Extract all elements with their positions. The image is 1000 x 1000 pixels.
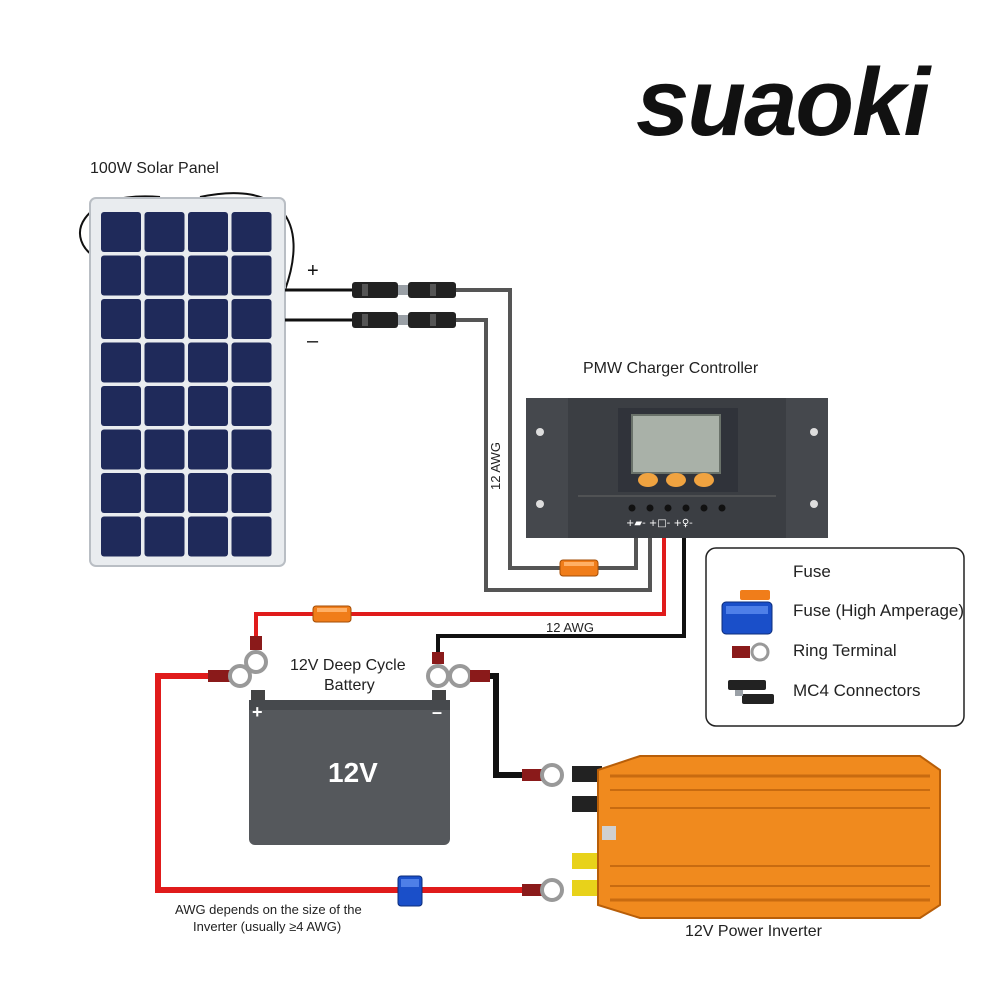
solar-panel [79,192,295,567]
awg-note-line2: Inverter (usually ≥4 AWG) [193,919,341,934]
solar-cell [231,429,272,470]
high-amperage-fuse-icon [721,601,773,635]
battery-label-line2: Battery [324,677,375,694]
solar-cell [188,429,228,470]
solar-cell [101,429,141,470]
legend: Fuse Fuse (High Amperage) Ring Terminal … [705,547,965,727]
solar-cell [144,299,185,339]
inverter-label: 12V Power Inverter [685,923,823,940]
fuse-icon [740,590,770,600]
solar-cell [144,386,185,426]
controller-button-2[interactable] [666,473,686,487]
controller-display [631,414,721,474]
ring-terminal-battery-positive-inverter [208,664,252,688]
solar-cell [144,342,185,383]
solar-cell [231,255,272,296]
solar-cell [101,473,141,513]
legend-high-amperage-fuse-label: Fuse (High Amperage) [793,601,964,620]
solar-cell [188,386,228,426]
solar-cell [101,342,141,383]
mc4-connector-negative [352,312,456,328]
solar-cell [188,299,228,339]
solar-panel-label: 100W Solar Panel [90,160,219,177]
awg-note-line1: AWG depends on the size of the [175,902,362,917]
solar-cell [144,212,185,252]
legend-fuse-label: Fuse [793,562,831,581]
solar-cell [231,386,272,426]
inverter-positive-wire [155,673,398,893]
solar-cell [231,473,272,513]
awg-label-horizontal: 12 AWG [546,620,594,635]
battery-fuse [312,605,352,623]
controller-terminals [628,504,726,512]
battery-positive-label: + [252,702,263,722]
solar-cell [188,212,228,252]
charge-controller: +▰- +□- +♀- [526,398,828,538]
solar-cell-grid [101,212,272,557]
solar-cell [101,212,141,252]
controller-label: PMW Charger Controller [583,360,759,377]
solar-cell [144,473,185,513]
panel-positive-label: + [307,260,319,282]
battery [249,690,450,845]
solar-cell [144,429,185,470]
solar-cell [188,473,228,513]
solar-cell [144,255,185,296]
ring-terminal-icon [732,642,770,662]
solar-cell [188,516,228,557]
solar-cell [101,516,141,557]
controller-button-1[interactable] [638,473,658,487]
solar-cell [231,299,272,339]
solar-negative-wire [456,318,652,592]
controller-terminal-symbols: +▰- +□- +♀- [626,518,693,529]
controller-fuse [559,559,599,577]
brand-logo: suaoki [636,49,932,156]
power-inverter [572,755,941,919]
solar-fused-wire [598,538,638,570]
solar-cell [101,255,141,296]
battery-label-line1: 12V Deep Cycle [290,657,406,674]
panel-negative-label: – [307,330,319,352]
awg-label-vertical: 12 AWG [488,442,503,490]
ring-terminal-inverter-positive [522,878,564,902]
solar-cell [101,386,141,426]
solar-cell [188,255,228,296]
battery-voltage-label: 12V [328,757,378,788]
controller-battery-positive-wire [254,538,666,636]
solar-cell [231,342,272,383]
legend-mc4-label: MC4 Connectors [793,681,921,700]
ring-terminal-inverter-negative [522,763,564,787]
solar-cell [188,342,228,383]
solar-cell [144,516,185,557]
ring-terminal-battery-negative-controller [426,652,450,688]
mc4-connector-positive [352,282,456,298]
solar-cell [231,516,272,557]
mc4-connector-icon [728,680,774,704]
inverter-negative-wire [478,673,525,778]
ring-terminal-battery-positive-controller [244,636,268,674]
solar-cell [101,299,141,339]
legend-ring-terminal-label: Ring Terminal [793,641,897,660]
controller-battery-negative-wire [436,538,686,652]
high-amperage-fuse [397,875,423,907]
battery-negative-label: – [432,702,442,722]
ring-terminal-battery-negative-inverter [448,664,490,688]
solar-cell [231,212,272,252]
controller-button-3[interactable] [694,473,714,487]
solar-positive-wire [456,288,560,570]
